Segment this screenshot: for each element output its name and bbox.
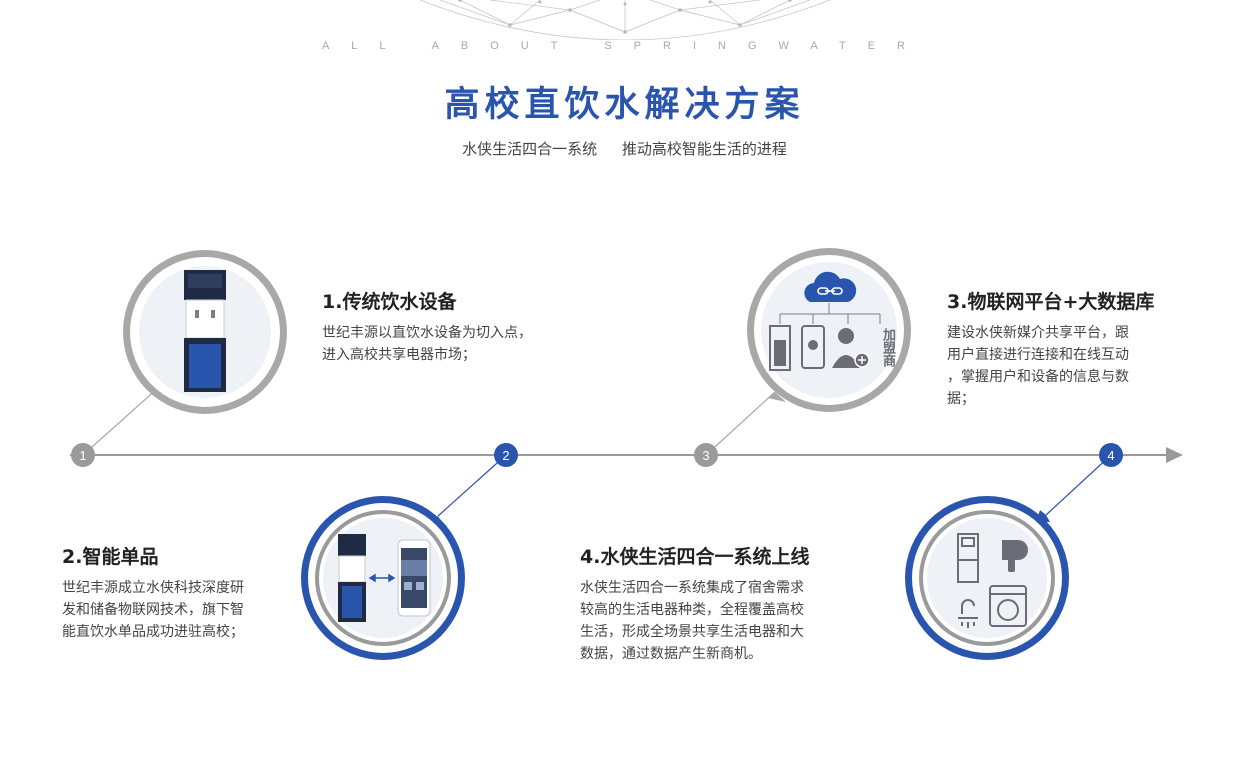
partner-label: 加盟商 — [880, 328, 895, 367]
bubble-4 — [905, 496, 1069, 660]
timeline-arrow-icon — [1166, 447, 1183, 463]
user-add-icon — [832, 328, 870, 368]
page-subtitle: 水侠生活四合一系统 推动高校智能生活的进程 — [0, 138, 1249, 159]
step-3: 3.物联网平台+大数据库 建设水侠新媒介共享平台，跟 用户直接进行连接和在线互动… — [947, 287, 1217, 410]
step-3-desc-line: 用户直接进行连接和在线互动 — [947, 347, 1129, 363]
bubble-3 — [747, 248, 911, 412]
hair-dryer-icon — [1002, 540, 1028, 572]
smartphone-icon — [397, 539, 431, 617]
bubble-1 — [123, 250, 287, 414]
marker-3-label: 3 — [702, 448, 709, 463]
tagline: ALL ABOUT SPRINGWATER — [321, 40, 928, 52]
step-4-title: 4.水侠生活四合一系统上线 — [580, 546, 810, 568]
step-3-desc: 建设水侠新媒介共享平台，跟 用户直接进行连接和在线互动 ，掌握用户和设备的信息与… — [947, 322, 1217, 410]
step-3-desc-line: 建设水侠新媒介共享平台，跟 — [947, 325, 1129, 341]
connector-4 — [1045, 454, 1112, 516]
step-4-desc-line: 数据，通过数据产生新商机。 — [580, 646, 762, 662]
timeline-marker-4: 4 — [1099, 443, 1123, 467]
step-3-title: 3.物联网平台+大数据库 — [947, 291, 1155, 313]
double-arrow-icon — [368, 573, 396, 583]
dispenser-icon — [957, 533, 979, 583]
step-2-desc-line: 世纪丰源成立水侠科技深度研 — [62, 580, 244, 596]
subtitle-right: 推动高校智能生活的进程 — [621, 140, 787, 158]
washing-machine-icon — [989, 585, 1027, 627]
device-icon — [769, 325, 791, 371]
step-2-title: 2.智能单品 — [62, 546, 159, 568]
step-2-desc-line: 发和储备物联网技术，旗下智 — [62, 602, 244, 618]
step-4-desc-line: 水侠生活四合一系统集成了宿舍需求 — [580, 580, 804, 596]
step-2-desc: 世纪丰源成立水侠科技深度研 发和储备物联网技术，旗下智 能直饮水单品成功进驻高校… — [62, 577, 292, 643]
step-4: 4.水侠生活四合一系统上线 水侠生活四合一系统集成了宿舍需求 较高的生活电器种类… — [580, 542, 860, 665]
connector-1 — [82, 387, 159, 456]
step-2: 2.智能单品 世纪丰源成立水侠科技深度研 发和储备物联网技术，旗下智 能直饮水单… — [62, 542, 292, 643]
shower-icon — [958, 599, 978, 628]
network-lines — [779, 303, 881, 324]
step-1-desc-line: 进入高校共享电器市场； — [322, 347, 476, 363]
marker-4-label: 4 — [1107, 448, 1114, 463]
step-2-desc-line: 能直饮水单品成功进驻高校； — [62, 624, 244, 640]
step-4-desc-line: 较高的生活电器种类，全程覆盖高校 — [580, 602, 804, 618]
step-1-title: 1.传统饮水设备 — [322, 291, 457, 313]
connector-3 — [705, 391, 776, 456]
page-title: 高校直饮水解决方案 — [444, 85, 805, 125]
cloud-link-icon — [804, 271, 857, 302]
subtitle-left: 水侠生活四合一系统 — [462, 140, 598, 158]
step-3-desc-line: 据； — [947, 391, 975, 407]
step-3-desc-line: ，掌握用户和设备的信息与数 — [947, 369, 1129, 385]
marker-1-label: 1 — [79, 448, 86, 463]
step-1-desc-line: 世纪丰源以直饮水设备为切入点， — [322, 325, 532, 341]
smart-dispenser-icon — [338, 534, 366, 622]
marker-2-label: 2 — [502, 448, 509, 463]
step-4-desc-line: 生活，形成全场景共享生活电器和大 — [580, 624, 804, 640]
step-1: 1.传统饮水设备 世纪丰源以直饮水设备为切入点， 进入高校共享电器市场； — [322, 287, 612, 366]
step-1-desc: 世纪丰源以直饮水设备为切入点， 进入高校共享电器市场； — [322, 322, 612, 366]
water-dispenser-icon — [184, 270, 226, 392]
timeline-marker-1: 1 — [71, 443, 95, 467]
step-4-desc: 水侠生活四合一系统集成了宿舍需求 较高的生活电器种类，全程覆盖高校 生活，形成全… — [580, 577, 860, 665]
connector-2 — [437, 454, 507, 517]
timeline-marker-2: 2 — [494, 443, 518, 467]
bubble-2 — [301, 496, 465, 660]
timeline-marker-3: 3 — [694, 443, 718, 467]
globe-decoration — [419, 0, 831, 40]
phone-icon — [801, 325, 825, 369]
